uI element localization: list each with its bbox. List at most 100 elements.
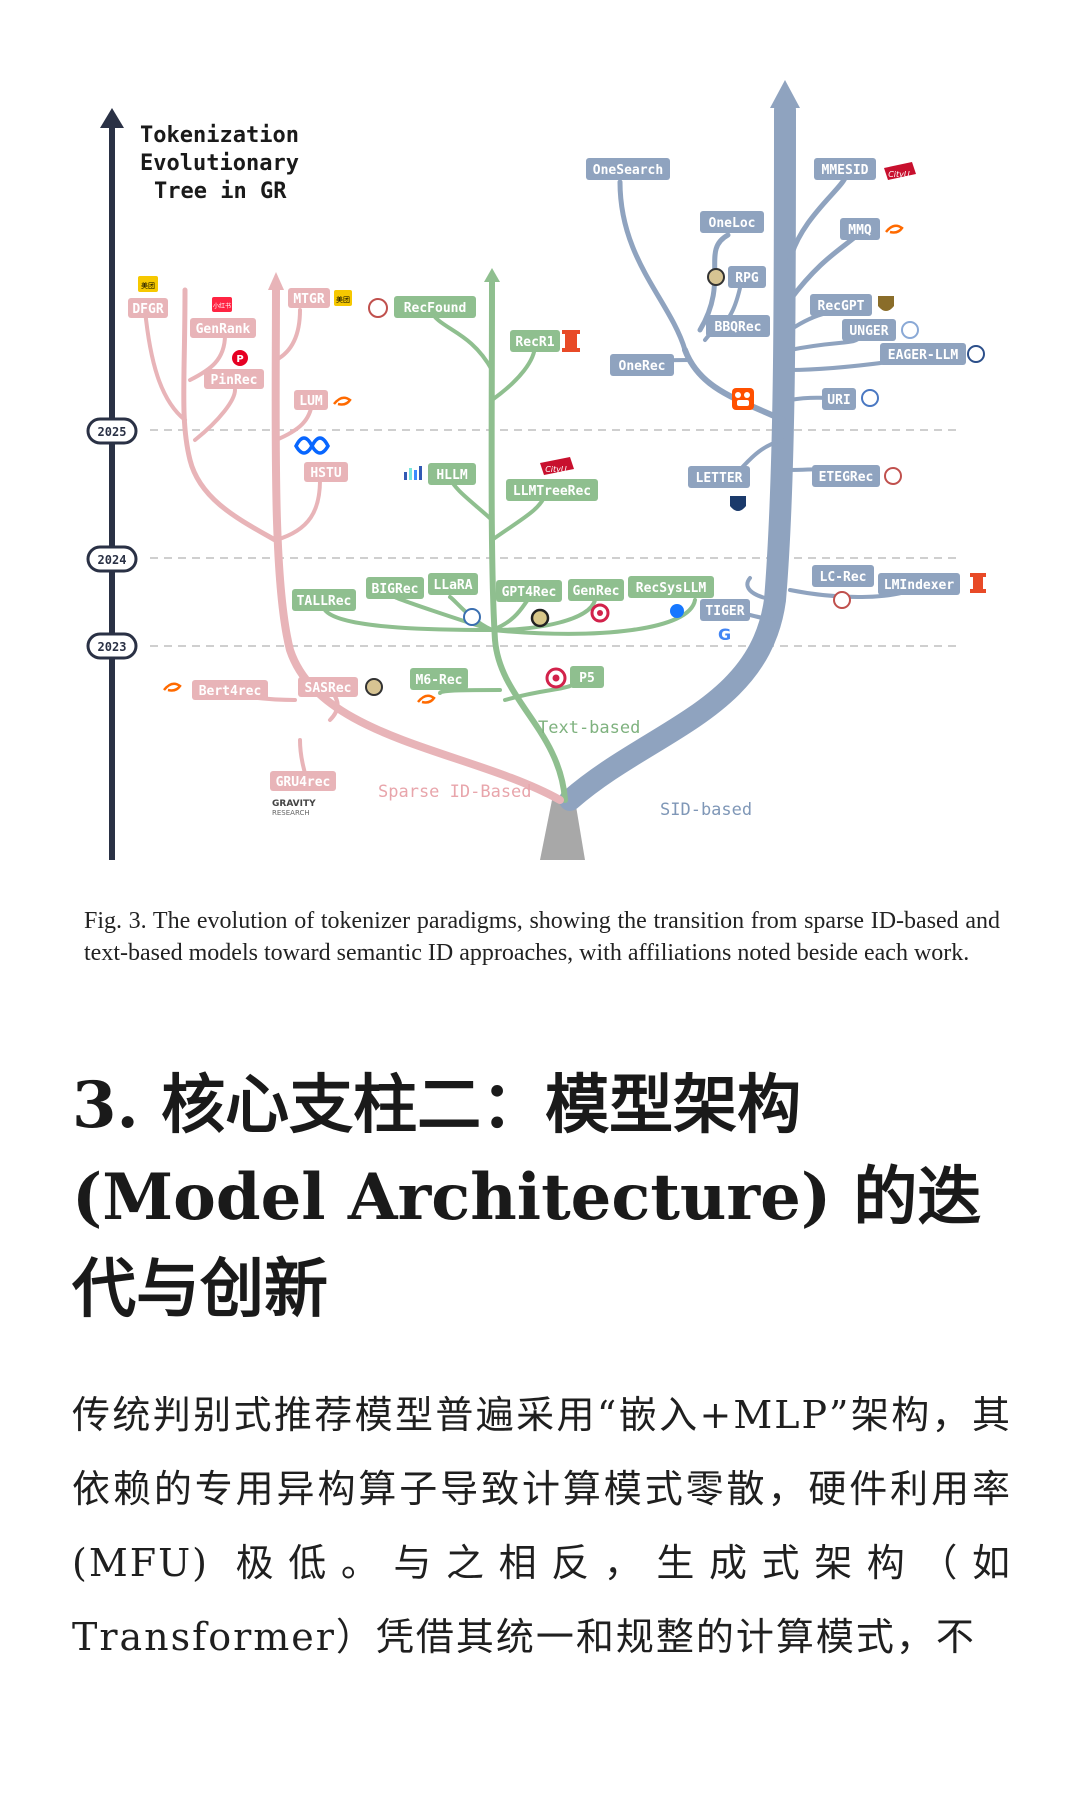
logo-meituan-2: 美团 [334, 290, 352, 306]
svg-text:OneSearch: OneSearch [593, 163, 663, 178]
svg-text:RecR1: RecR1 [515, 335, 554, 350]
tsinghua-shield-icon [878, 296, 894, 311]
svg-text:Evolutionary: Evolutionary [140, 151, 299, 176]
node-letter: LETTER [688, 466, 750, 488]
body-paragraph: 传统判别式推荐模型普遍采用“嵌入+MLP”架构，其依赖的专用异构算子导致计算模式… [72, 1393, 1012, 1659]
svg-text:小红书: 小红书 [213, 302, 231, 310]
svg-text:LLaRA: LLaRA [433, 578, 472, 593]
node-llara: LLaRA [428, 573, 478, 595]
logo-meituan-1: 美团 [138, 276, 158, 292]
svg-text:Tree in GR: Tree in GR [154, 179, 287, 204]
section-heading: 3. 核心支柱二：模型架构 (Model Architecture) 的迭代与创… [72, 1068, 982, 1327]
svg-text:GenRank: GenRank [196, 322, 251, 337]
svg-text:GenRec: GenRec [573, 584, 620, 599]
kuaishou-icon [732, 388, 754, 410]
bytedance-icon [404, 466, 422, 480]
svg-text:BBQRec: BBQRec [715, 320, 762, 335]
svg-text:LUM: LUM [299, 394, 323, 409]
logo-cityu-1: CityU [540, 457, 574, 475]
tokenization-tree-figure: Tokenization Evolutionary Tree in GR 202… [0, 0, 1080, 880]
tree-diagram: Tokenization Evolutionary Tree in GR 202… [86, 80, 986, 860]
alibaba-icon-2 [163, 682, 182, 692]
node-bbqrec: BBQRec [706, 315, 770, 337]
svg-text:RecSysLLM: RecSysLLM [636, 581, 707, 596]
node-etegrec: ETEGRec [812, 465, 880, 487]
timeline-axis [100, 108, 124, 860]
node-hstu: HSTU [304, 462, 348, 482]
svg-text:UNGER: UNGER [849, 324, 888, 339]
ruc-icon [861, 389, 879, 407]
nus-shield-icon [730, 496, 746, 511]
node-onesearch: OneSearch [586, 158, 670, 180]
branch-label-sid: SID-based [660, 800, 752, 820]
svg-text:MTGR: MTGR [293, 292, 324, 307]
svg-text:2023: 2023 [98, 640, 127, 654]
ustc-icon [463, 608, 481, 626]
antgroup-icon [670, 604, 684, 618]
svg-text:GPT4Rec: GPT4Rec [502, 585, 557, 600]
year-marker-2024: 2024 [86, 545, 138, 573]
year-marker-2025: 2025 [86, 417, 138, 445]
branch-label-sparse: Sparse ID-Based [378, 782, 532, 802]
svg-text:P5: P5 [579, 671, 595, 686]
svg-text:BIGRec: BIGRec [372, 582, 419, 597]
node-bert4rec: Bert4rec [192, 680, 268, 700]
node-gru4rec: GRU4rec [270, 771, 336, 791]
svg-text:Bert4rec: Bert4rec [199, 684, 262, 699]
svg-text:P: P [236, 354, 243, 365]
node-recsysllm: RecSysLLM [628, 576, 714, 598]
sparse-branch [143, 272, 564, 804]
svg-text:MMQ: MMQ [848, 223, 872, 238]
svg-text:GRAVITY: GRAVITY [272, 799, 316, 809]
svg-text:LLMTreeRec: LLMTreeRec [513, 484, 591, 499]
svg-text:LMIndexer: LMIndexer [884, 578, 955, 593]
node-lc-rec: LC-Rec [812, 565, 874, 587]
google-icon: G [718, 625, 731, 644]
svg-text:RPG: RPG [735, 271, 759, 286]
node-lum: LUM [294, 390, 328, 410]
node-tiger: TIGER [700, 599, 750, 621]
logo-xiaohongshu: 小红书 [212, 297, 232, 312]
uiuc-icon [562, 330, 580, 352]
node-recfound: RecFound [394, 296, 476, 318]
node-lmindexer: LMIndexer [878, 573, 960, 595]
ucsd-icon-2 [707, 268, 725, 286]
node-onerec: OneRec [610, 354, 674, 376]
alibaba-icon-1 [333, 396, 352, 406]
svg-text:MMESID: MMESID [822, 163, 869, 178]
rutgers-icon-2 [545, 667, 567, 689]
node-genrec: GenRec [568, 579, 624, 601]
node-bigrec: BIGRec [366, 577, 424, 599]
svg-text:DFGR: DFGR [132, 302, 163, 317]
node-recr1: RecR1 [510, 330, 560, 352]
svg-text:美团: 美团 [141, 281, 155, 290]
node-mtgr: MTGR [288, 288, 330, 308]
svg-text:2025: 2025 [98, 425, 127, 439]
node-mmesid: MMESID [814, 158, 876, 180]
node-gpt4rec: GPT4Rec [496, 580, 562, 602]
svg-text:OneRec: OneRec [619, 359, 666, 374]
svg-text:SASRec: SASRec [305, 681, 352, 696]
svg-text:ETEGRec: ETEGRec [819, 470, 874, 485]
node-recgpt: RecGPT [810, 294, 872, 316]
svg-text:PinRec: PinRec [211, 373, 258, 388]
figure-caption: Fig. 3. The evolution of tokenizer parad… [84, 908, 1000, 966]
pinterest-icon: P [232, 350, 248, 366]
svg-text:URI: URI [827, 393, 850, 408]
thu-icon [368, 298, 388, 318]
node-llmtreerec: LLMTreeRec [506, 479, 598, 501]
node-pinrec: PinRec [204, 369, 264, 389]
node-p5: P5 [570, 666, 604, 688]
svg-text:TALLRec: TALLRec [297, 594, 352, 609]
node-m6rec: M6-Rec [410, 668, 468, 690]
svg-text:Tokenization: Tokenization [140, 123, 299, 148]
node-mmq: MMQ [840, 218, 880, 240]
svg-text:M6-Rec: M6-Rec [416, 673, 463, 688]
node-genrank: GenRank [190, 318, 256, 338]
zju-icon [967, 345, 985, 363]
node-eager-llm: EAGER-LLM [880, 343, 966, 365]
tree-title: Tokenization Evolutionary Tree in GR [140, 123, 299, 204]
year-gridlines [150, 429, 960, 647]
pku-icon [901, 321, 919, 339]
svg-text:RESEARCH: RESEARCH [272, 809, 310, 817]
